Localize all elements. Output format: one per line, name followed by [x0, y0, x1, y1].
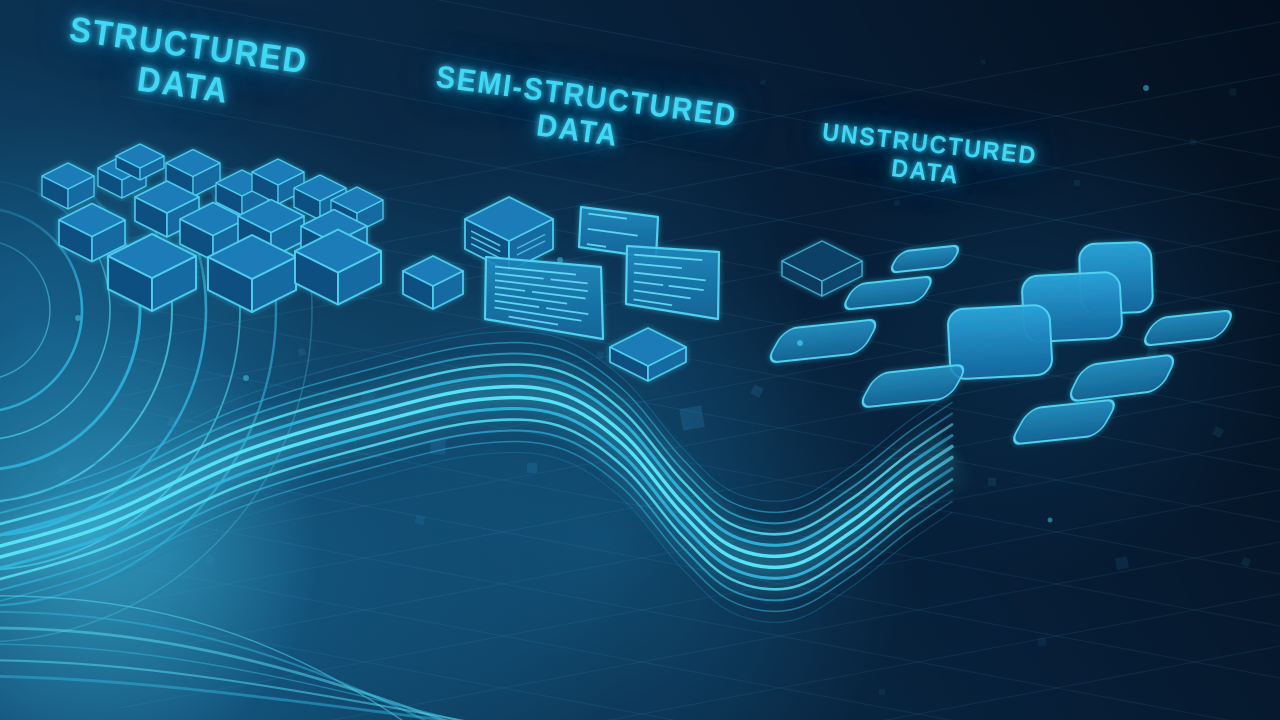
stream-line — [0, 395, 954, 570]
cube-icon — [609, 327, 687, 382]
particle — [1211, 425, 1225, 439]
arc-line — [0, 0, 313, 643]
particle — [679, 405, 705, 431]
particle — [894, 200, 900, 206]
data-tile-icon — [947, 304, 1053, 380]
arc-line — [0, 83, 208, 537]
data-tile-icon — [844, 275, 932, 311]
document-card-icon — [483, 255, 605, 341]
stream-line — [0, 363, 954, 536]
cube-icon — [294, 228, 382, 306]
stream-line — [0, 440, 953, 613]
cube-icon — [107, 233, 197, 312]
arc-line — [0, 149, 142, 471]
stream-line — [0, 418, 954, 591]
particle — [75, 315, 81, 321]
cube-icon — [58, 202, 126, 263]
semi-structured-documents — [402, 196, 721, 382]
stream-line — [0, 384, 954, 559]
cube-icon — [330, 186, 384, 233]
particle — [759, 78, 767, 86]
particle — [55, 465, 69, 479]
stream-line — [0, 429, 953, 602]
stream-line — [0, 675, 454, 720]
stream-line — [0, 406, 954, 580]
stream-line — [0, 659, 466, 720]
cube-icon — [165, 148, 221, 198]
particle — [987, 477, 997, 487]
data-tile-icon — [769, 319, 877, 363]
particle — [917, 147, 923, 153]
stream-line — [0, 451, 953, 623]
stream-line — [0, 330, 953, 502]
arc-line — [0, 180, 111, 440]
particle — [1115, 556, 1129, 570]
document-card-icon — [624, 244, 721, 321]
cube-icon — [251, 158, 305, 205]
stream-line — [0, 352, 953, 525]
stream-line — [0, 341, 953, 514]
structured-data-cubes — [41, 143, 384, 313]
particle — [1037, 637, 1047, 647]
document-box-icon — [464, 196, 554, 272]
arc-line — [0, 13, 278, 607]
particle — [1145, 345, 1159, 359]
particle — [204, 554, 216, 566]
data-tile-icon — [1013, 399, 1115, 445]
ripple-arcs — [0, 0, 313, 643]
particle — [414, 514, 426, 526]
arc-line — [0, 49, 241, 571]
particle — [557, 257, 563, 263]
particle — [750, 384, 764, 398]
particle — [297, 347, 307, 357]
document-card-icon — [577, 205, 660, 260]
data-stream-waves — [0, 330, 972, 720]
data-tile-icon — [861, 364, 965, 408]
data-tile-icon — [1069, 354, 1175, 402]
cube-icon — [402, 255, 464, 310]
particle — [878, 688, 886, 696]
particle — [1047, 517, 1053, 523]
particle — [243, 375, 249, 381]
data-tile-icon — [890, 244, 960, 274]
cube-icon — [207, 234, 297, 313]
arc-line — [0, 208, 84, 412]
particle — [526, 462, 538, 474]
particle — [1240, 556, 1252, 568]
particle — [595, 350, 605, 360]
cube-icon — [115, 143, 165, 181]
cube-icon — [781, 240, 863, 297]
particle — [980, 59, 986, 65]
particle — [1143, 85, 1149, 91]
stream-line — [0, 373, 954, 547]
cube-icon — [41, 162, 95, 210]
arc-line — [0, 118, 173, 502]
arc-line — [0, 242, 51, 378]
data-tile-icon — [1144, 309, 1232, 347]
stream-line — [0, 643, 460, 720]
particle — [1189, 138, 1197, 146]
particle — [1229, 88, 1237, 96]
unstructured-data-tiles — [769, 240, 1232, 445]
particle — [1073, 179, 1081, 187]
data-tile-icon — [769, 319, 877, 363]
